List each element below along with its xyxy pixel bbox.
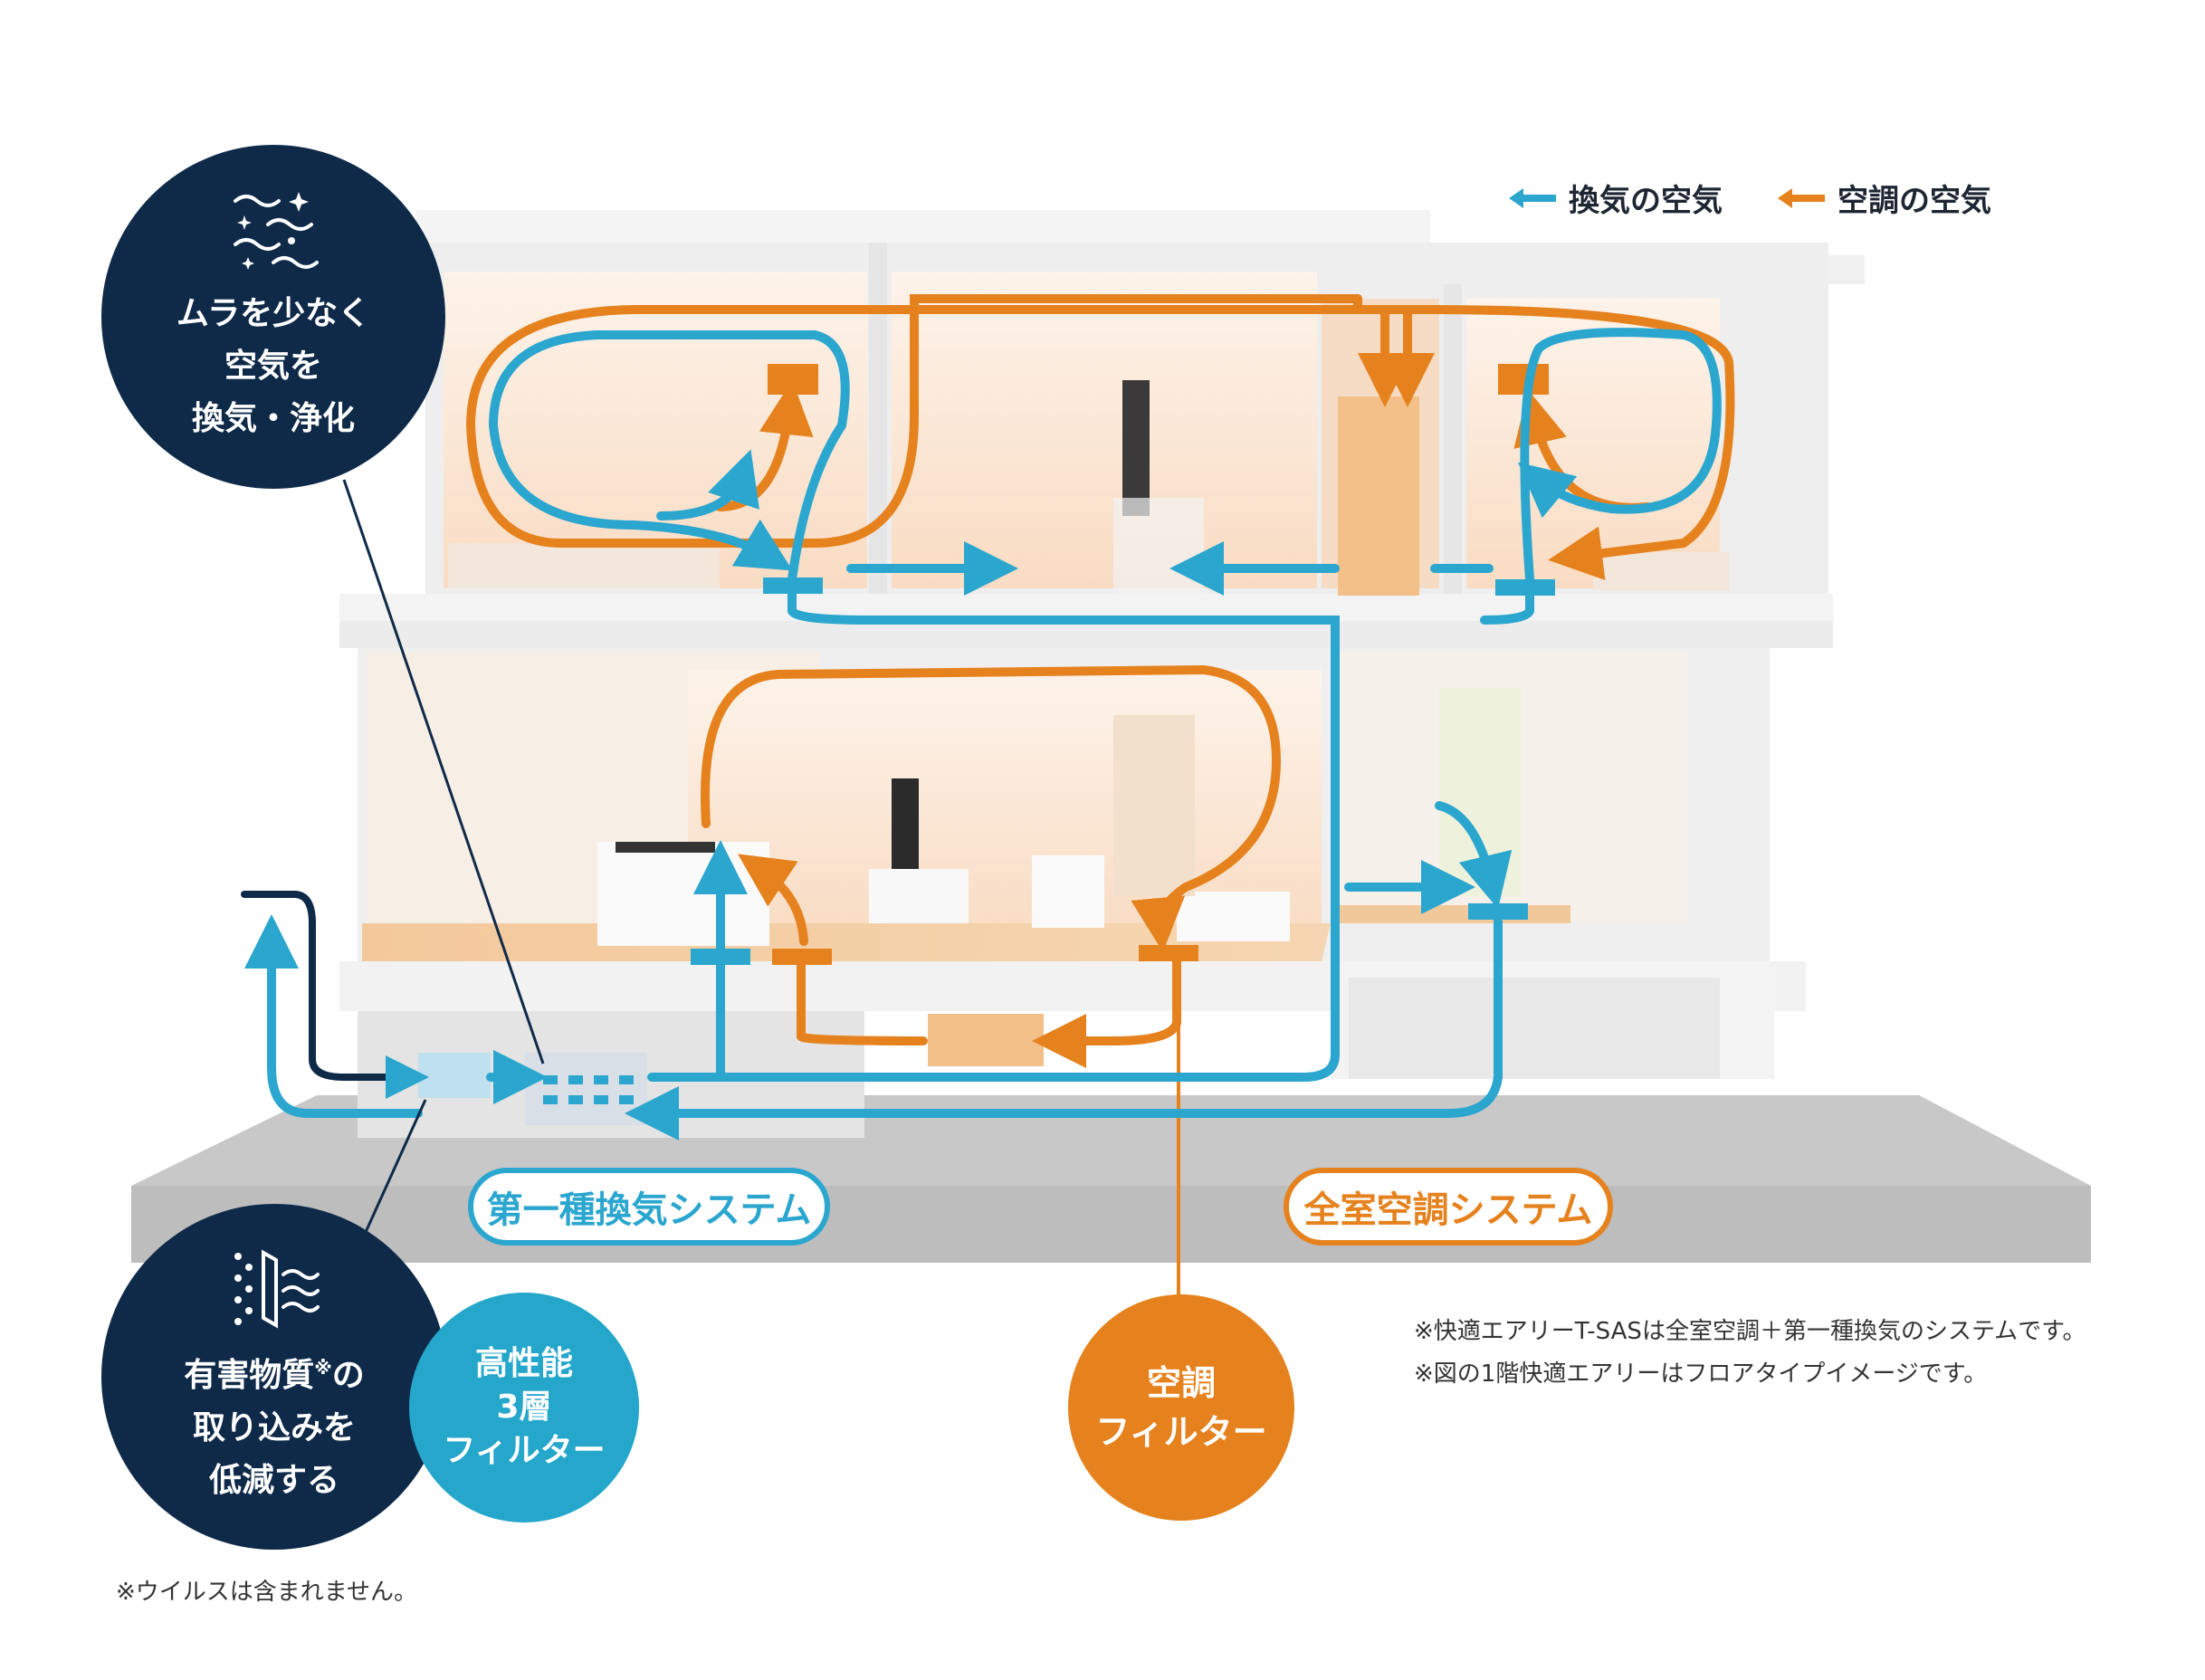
main-ac-unit <box>1338 396 1419 596</box>
ventilation-arrow-icon <box>1509 187 1556 208</box>
footnote-mark: ※ <box>314 1356 332 1379</box>
ventilation-system-label: 第一種換気システム <box>468 1168 830 1246</box>
indoor-ac-unit-right <box>1498 364 1549 395</box>
note-tsas: ※快適エアリーT-SASは全室空調＋第一種換気のシステムです。 <box>1414 1318 2086 1345</box>
aircon-filter-text: 空調 フィルター <box>1095 1363 1267 1452</box>
legend-ventilation: 換気の空気 <box>1507 176 1723 220</box>
filter-3layer-callout: 高性能 3層 フィルター <box>409 1293 639 1522</box>
harmful-substances-text: 有害物質※の 取り込みを 低減する <box>184 1341 364 1507</box>
outdoor-air-intake <box>241 891 429 1099</box>
underfloor-ac-unit <box>928 1014 1044 1066</box>
harmful-substances-callout: 有害物質※の 取り込みを 低減する <box>101 1204 447 1550</box>
filter-unit <box>525 1053 647 1125</box>
filter-3layer-text: 高性能 3層 フィルター <box>443 1345 606 1469</box>
callout-leader-lines <box>342 479 545 1241</box>
air-quality-text: ムラを少なく 空気を 換気・浄化 <box>176 295 371 437</box>
ventilation-box <box>418 1053 491 1098</box>
harmful-substances-rest: 取り込みを 低減する <box>192 1408 356 1499</box>
whole-house-aircon-label: 全室空調システム <box>1284 1168 1613 1246</box>
ventilation-airflow-paths <box>244 328 1722 1141</box>
note-floor-type: ※図の1階快適エアリーはフロアタイプイメージです。 <box>1414 1360 1988 1388</box>
note-virus: ※ウイルスは含まれません。 <box>116 1579 418 1606</box>
air-sparkle-icon <box>234 192 319 270</box>
indoor-ac-unit-left <box>768 364 818 395</box>
aircon-filter-callout: 空調 フィルター <box>1068 1294 1294 1521</box>
filter-flow-icon <box>234 1249 320 1328</box>
harmful-substances-line1-end: の <box>331 1356 365 1394</box>
legend-ventilation-label: 換気の空気 <box>1569 183 1723 219</box>
ventilation-system-text: 第一種換気システム <box>486 1189 812 1231</box>
whole-house-aircon-text: 全室空調システム <box>1303 1189 1593 1231</box>
air-quality-callout: ムラを少なく 空気を 換気・浄化 <box>101 145 445 489</box>
harmful-substances-line1: 有害物質 <box>184 1356 315 1394</box>
legend-aircon: 空調の空気 <box>1776 176 1991 220</box>
legend-aircon-label: 空調の空気 <box>1838 183 1991 219</box>
aircon-arrow-icon <box>1778 187 1825 208</box>
